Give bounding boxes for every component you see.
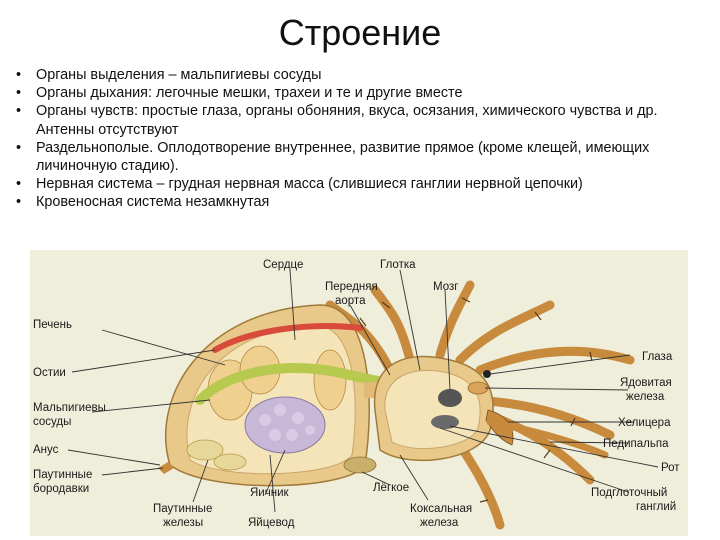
bullet-item: Органы дыхания: легочные мешки, трахеи и… — [16, 84, 716, 102]
label-chelicera: Хелицера — [618, 417, 671, 429]
silk-glands-illustration — [186, 439, 247, 471]
label-anterior-aorta-line1: Передняя — [325, 281, 378, 293]
label-eyes: Глаза — [642, 351, 673, 363]
label-venom-gland-line1: Ядовитая — [620, 377, 672, 389]
bullet-item: Раздельнополые. Оплодотворение внутренне… — [16, 139, 716, 175]
heart-illustration — [212, 323, 363, 353]
slide-title: Строение — [278, 12, 442, 53]
leg-bands-illustration — [359, 297, 593, 503]
label-spinnerets-line1: Паутинные — [33, 469, 92, 481]
subpharyngeal-ganglion-illustration — [431, 415, 459, 429]
label-anus: Анус — [33, 444, 59, 456]
ovary-illustration — [244, 396, 326, 454]
label-silk-glands-line2: железы — [163, 517, 203, 529]
label-spinnerets-line2: бородавки — [33, 483, 89, 495]
bullet-list: Органы выделения – мальпигиевы сосуды Ор… — [16, 66, 716, 212]
ovary-eggs-illustration — [259, 404, 315, 441]
label-venom-gland-line2: железа — [626, 391, 665, 403]
spider-anatomy-figure: Сердце Глотка Передняя аорта Мозг Печень… — [30, 250, 688, 536]
spider-anatomy-illustration: Сердце Глотка Передняя аорта Мозг Печень… — [33, 259, 680, 530]
label-subpharyngeal-line1: Подглоточный — [591, 487, 667, 499]
label-heart: Сердце — [263, 259, 303, 271]
eyes-illustration — [483, 370, 491, 378]
label-subpharyngeal-line2: ганглий — [636, 501, 676, 513]
brain-illustration — [438, 389, 462, 407]
lung-illustration — [343, 456, 377, 474]
bullet-item: Кровеносная система незамкнутая — [16, 193, 716, 211]
label-malpighian-line2: сосуды — [33, 416, 71, 428]
label-leader-lines — [67, 269, 659, 513]
label-ovary: Яичник — [250, 487, 289, 499]
label-brain: Мозг — [433, 281, 458, 293]
label-ostia: Остии — [33, 367, 66, 379]
label-anterior-aorta-line2: аорта — [335, 295, 366, 307]
label-pedipalp: Педипальпа — [603, 438, 669, 450]
label-coxal-gland-line1: Коксальная — [410, 503, 472, 515]
label-oviduct: Яйцевод — [248, 517, 295, 529]
label-liver: Печень — [33, 319, 72, 331]
label-mouth: Рот — [661, 462, 680, 474]
label-malpighian-line1: Мальпигиевы — [33, 402, 106, 414]
label-lung: Лёгкое — [373, 482, 409, 494]
spinnerets-illustration — [158, 462, 174, 474]
label-pharynx: Глотка — [380, 259, 416, 271]
cephalothorax-inner — [384, 369, 481, 450]
bullet-item: Нервная система – грудная нервная масса … — [16, 175, 716, 193]
label-coxal-gland-line2: железа — [420, 517, 459, 529]
pedipalp-illustration — [486, 418, 609, 459]
label-silk-glands-line1: Паутинные — [153, 503, 212, 515]
bullet-item: Органы чувств: простые глаза, органы обо… — [16, 102, 716, 138]
bullet-item: Органы выделения – мальпигиевы сосуды — [16, 66, 716, 84]
